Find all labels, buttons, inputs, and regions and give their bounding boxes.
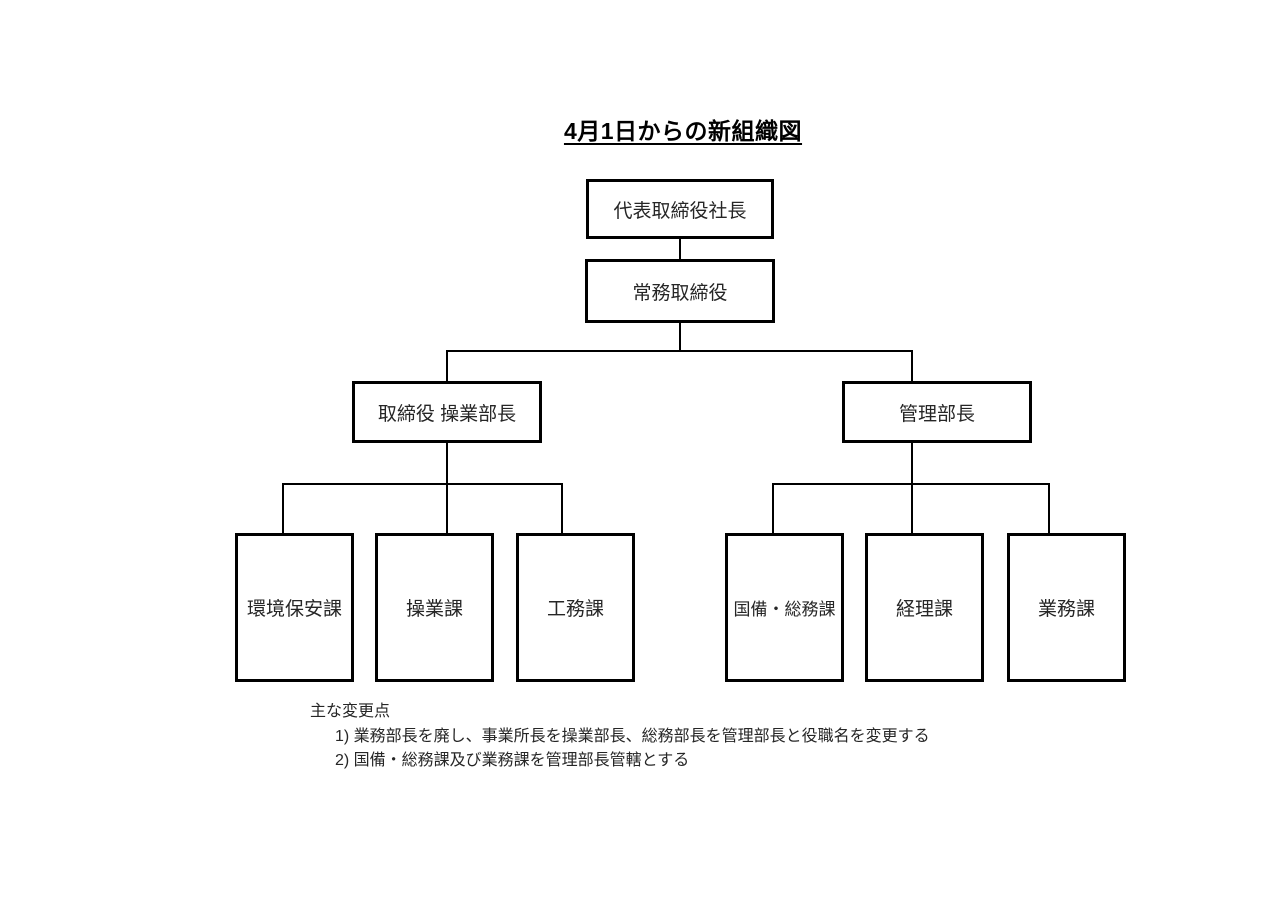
node-stockpile-general-affairs-section-label: 国備・総務課 [733,600,836,619]
node-business-section-label: 業務課 [1037,599,1095,620]
connector-president-to-managing [679,238,681,261]
node-operations-section: 操業課 [375,533,494,682]
connector-admin-manager-down [911,442,913,484]
node-president: 代表取締役社長 [586,179,774,239]
node-director-operations-manager-label: 取締役 操業部長 [377,403,517,425]
connector-drop-operations-director [446,350,448,382]
connector-drop-admin-manager [911,350,913,382]
node-admin-manager-label: 管理部長 [898,403,975,425]
node-director-operations-manager: 取締役 操業部長 [352,381,542,443]
change-notes: 主な変更点 1) 業務部長を廃し、事業所長を操業部長、総務部長を管理部長と役職名… [310,700,930,774]
connector-operations-director-down [446,442,448,484]
node-president-label: 代表取締役社長 [613,200,747,222]
change-notes-heading: 主な変更点 [310,703,391,720]
node-operations-section-label: 操業課 [405,599,463,620]
node-accounting-section: 経理課 [865,533,984,682]
connector-drop-stockpile [772,483,774,534]
connector-drop-business [1048,483,1050,534]
connector-drop-operations-section [446,483,448,534]
node-managing-director: 常務取締役 [585,259,775,323]
node-env-safety-section: 環境保安課 [235,533,354,682]
connector-left-horizontal [282,483,563,485]
connector-level2-horizontal [446,350,913,352]
change-note-item-2: 2) 国備・総務課及び業務課を管理部長管轄とする [335,752,690,769]
node-env-safety-section-label: 環境保安課 [246,599,342,620]
node-stockpile-general-affairs-section: 国備・総務課 [725,533,844,682]
connector-drop-env-safety [282,483,284,534]
connector-drop-engineering [561,483,563,534]
connector-managing-down [679,322,681,352]
node-engineering-section: 工務課 [516,533,635,682]
node-managing-director-label: 常務取締役 [632,282,728,304]
node-business-section: 業務課 [1007,533,1126,682]
node-engineering-section-label: 工務課 [546,599,604,620]
change-note-item-1: 1) 業務部長を廃し、事業所長を操業部長、総務部長を管理部長と役職名を変更する [335,727,930,745]
chart-title: 4月1日からの新組織図 [563,118,803,144]
node-accounting-section-label: 経理課 [895,599,953,620]
node-admin-manager: 管理部長 [842,381,1032,443]
connector-drop-accounting [911,483,913,534]
